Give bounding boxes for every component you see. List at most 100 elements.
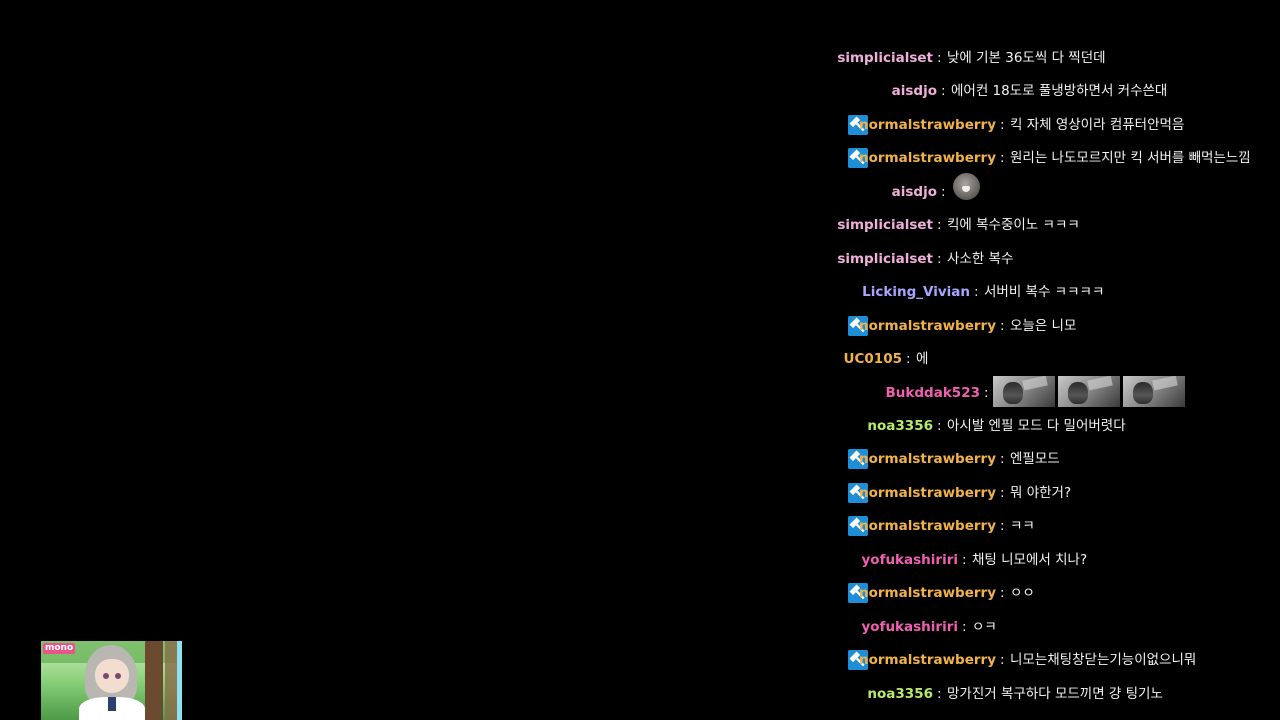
chat-message-text: 낮에 기본 36도씩 다 찍던데 <box>947 50 1106 66</box>
frame-stripe <box>177 641 182 720</box>
hammer-icon <box>848 650 868 671</box>
chat-separator: : <box>1000 116 1005 133</box>
chat-message: simplicialset: 낮에 기본 36도씩 다 찍던데 <box>0 45 1280 71</box>
avatar-tie <box>108 697 116 711</box>
chat-message: simplicialset: 킥에 복수중이노 ㅋㅋㅋ <box>0 212 1280 238</box>
chat-separator: : <box>937 685 942 702</box>
tree-trunk <box>145 641 163 720</box>
chat-message: normalstrawberry: 뭐 야한거? <box>0 480 1280 506</box>
hammer-icon <box>848 482 868 503</box>
chat-message-text: 망가진거 복구하다 모드끼면 걍 팅기노 <box>947 685 1163 702</box>
chat-message: normalstrawberry: ㅇㅇ <box>0 580 1280 606</box>
chat-message-text: 킥 자체 영상이라 컴퓨터안먹음 <box>1010 116 1185 133</box>
chat-message-text: ㅋㅋ <box>1010 518 1035 535</box>
chat-message: Licking_Vivian: 서버비 복수 ㅋㅋㅋㅋ <box>0 279 1280 305</box>
chat-separator: : <box>1000 585 1005 602</box>
chat-message: Bukddak523: <box>0 375 1280 407</box>
grayscale-face-emote <box>993 375 1055 407</box>
chat-message: yofukashiriri: 채팅 니모에서 치나? <box>0 547 1280 573</box>
chat-username[interactable]: normalstrawberry <box>858 484 996 501</box>
chat-username[interactable]: normalstrawberry <box>858 150 996 167</box>
chat-username[interactable]: aisdjo <box>891 83 937 100</box>
chat-separator: : <box>937 417 942 434</box>
chat-message: noa3356: 망가진거 복구하다 모드끼면 걍 팅기노 <box>0 681 1280 707</box>
chat-separator: : <box>1000 150 1005 167</box>
chat-separator: : <box>1000 652 1005 669</box>
chat-message-text: 니모는채팅창닫는기능이없으니뭐 <box>1010 652 1197 669</box>
chat-message-text: 에 <box>916 351 929 368</box>
chat-message: aisdjo: 에어컨 18도로 풀냉방하면서 커수쓴대 <box>0 78 1280 104</box>
chat-separator: : <box>984 384 989 401</box>
avatar-eye <box>115 673 121 679</box>
chat-username[interactable]: noa3356 <box>867 685 933 702</box>
chat-separator: : <box>1000 484 1005 501</box>
chat-separator: : <box>1000 317 1005 334</box>
chat-message: normalstrawberry: 오늘은 니모 <box>0 313 1280 339</box>
chat-separator: : <box>941 183 946 200</box>
grayscale-face-emote <box>1058 375 1120 407</box>
chat-username[interactable]: normalstrawberry <box>858 585 996 602</box>
chat-message: normalstrawberry: 킥 자체 영상이라 컴퓨터안먹음 <box>0 112 1280 138</box>
chat-username[interactable]: yofukashiriri <box>861 618 959 635</box>
chat-separator: : <box>937 50 942 66</box>
chat-separator: : <box>974 284 979 301</box>
grey-creature-emote <box>953 172 980 200</box>
chat-separator: : <box>937 217 942 234</box>
chat-message: noa3356: 아시발 엔필 모드 다 밀어버렷다 <box>0 413 1280 439</box>
chat-separator: : <box>941 83 946 100</box>
chat-username[interactable]: Licking_Vivian <box>862 284 970 301</box>
avatar-face <box>95 659 129 693</box>
chat-message: normalstrawberry: ㅋㅋ <box>0 513 1280 539</box>
chat-username[interactable]: UC0105 <box>843 351 902 368</box>
chat-message-text: 아시발 엔필 모드 다 밀어버렷다 <box>947 417 1126 434</box>
chat-message: normalstrawberry: 엔필모드 <box>0 446 1280 472</box>
chat-username[interactable]: simplicialset <box>837 50 933 66</box>
chat-message: normalstrawberry: 니모는채팅창닫는기능이없으니뭐 <box>0 647 1280 673</box>
chat-message: simplicialset: 사소한 복수 <box>0 246 1280 272</box>
chat-username[interactable]: simplicialset <box>837 250 933 267</box>
hammer-icon <box>848 516 868 537</box>
chat-message-text: ㅇㅇ <box>1010 585 1035 602</box>
chat-message-text: 사소한 복수 <box>947 250 1014 267</box>
hammer-icon <box>848 583 868 604</box>
pip-logo: mono <box>43 643 76 654</box>
chat-message-text: 뭐 야한거? <box>1010 484 1072 501</box>
streamer-avatar: mono <box>41 641 182 720</box>
chat-username[interactable]: normalstrawberry <box>858 518 996 535</box>
chat-separator: : <box>1000 451 1005 468</box>
hammer-icon <box>848 449 868 470</box>
chat-message-text: 원리는 나도모르지만 킥 서버를 빼먹는느낌 <box>1010 150 1251 167</box>
hammer-icon <box>848 315 868 336</box>
chat-username[interactable]: aisdjo <box>891 183 937 200</box>
chat-message: yofukashiriri: ㅇㅋ <box>0 614 1280 640</box>
hammer-icon <box>848 114 868 135</box>
chat-username[interactable]: normalstrawberry <box>858 116 996 133</box>
grayscale-face-emote <box>1123 375 1185 407</box>
chat-separator: : <box>906 351 911 368</box>
chat-username[interactable]: normalstrawberry <box>858 451 996 468</box>
chat-separator: : <box>962 551 967 568</box>
chat-username[interactable]: Bukddak523 <box>885 384 980 401</box>
chat-username[interactable]: noa3356 <box>867 417 933 434</box>
chat-separator: : <box>962 618 967 635</box>
chat-message-text: 서버비 복수 ㅋㅋㅋㅋ <box>984 284 1105 301</box>
chat-username[interactable]: normalstrawberry <box>858 317 996 334</box>
chat-username[interactable]: simplicialset <box>837 217 933 234</box>
chat-message: normalstrawberry: 원리는 나도모르지만 킥 서버를 빼먹는느낌 <box>0 145 1280 171</box>
chat-username[interactable]: normalstrawberry <box>858 652 996 669</box>
tree-trunk <box>165 641 179 720</box>
chat-separator: : <box>1000 518 1005 535</box>
chat-message: aisdjo: <box>0 172 1280 205</box>
chat-username[interactable]: yofukashiriri <box>861 551 959 568</box>
chat-message-text: 에어컨 18도로 풀냉방하면서 커수쓴대 <box>951 83 1168 100</box>
chat-message-text: 엔필모드 <box>1010 451 1060 468</box>
chat-message-text: 오늘은 니모 <box>1010 317 1077 334</box>
avatar-eye <box>103 673 109 679</box>
chat-separator: : <box>937 250 942 267</box>
chat-message-text: ㅇㅋ <box>972 618 997 635</box>
chat-message-text: 킥에 복수중이노 ㅋㅋㅋ <box>947 217 1080 234</box>
chat-message: UC0105: 에 <box>0 346 1280 372</box>
hammer-icon <box>848 148 868 169</box>
chat-message-text: 채팅 니모에서 치나? <box>972 551 1088 568</box>
